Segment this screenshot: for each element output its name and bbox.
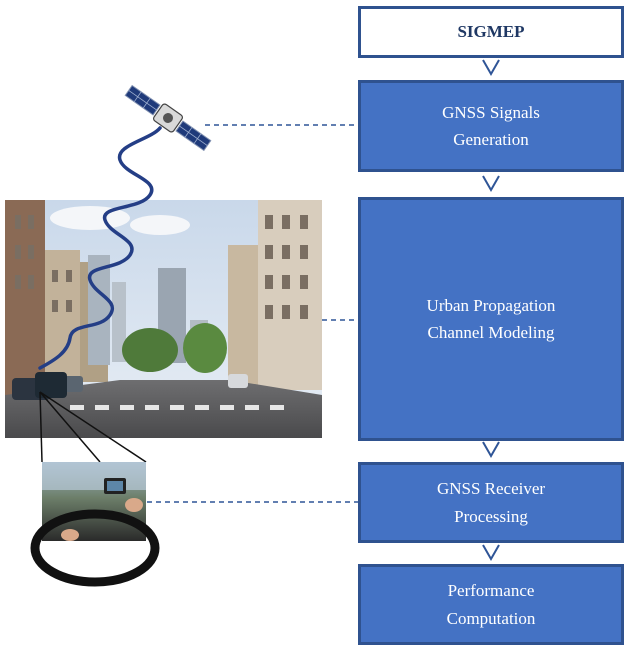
flow-arrow-4 (482, 544, 500, 562)
performance-label: Performance Computation (446, 581, 536, 628)
sigmep-block: SIGMEP (358, 6, 624, 58)
urban-propagation-label: Urban Propagation Channel Modeling (426, 295, 556, 342)
dashed-connectors (147, 124, 358, 503)
sigmep-label: SIGMEP (457, 22, 525, 42)
satellite-icon (124, 84, 212, 152)
gnss-signals-generation-block: GNSS Signals Generation (358, 80, 624, 172)
gnss-receiver-label: GNSS Receiver Processing (436, 479, 546, 526)
urban-propagation-block: Urban Propagation Channel Modeling (358, 197, 624, 441)
gnss-signals-generation-label: GNSS Signals Generation (442, 102, 540, 149)
in-car-receiver-photo (30, 462, 160, 587)
flow-arrows (482, 59, 500, 562)
signal-wave (38, 126, 162, 370)
callout-lines (39, 391, 147, 463)
flow-arrow-1 (482, 59, 500, 77)
flow-arrow-2 (482, 175, 500, 193)
gnss-receiver-block: GNSS Receiver Processing (358, 462, 624, 543)
performance-block: Performance Computation (358, 564, 624, 645)
urban-street-photo (5, 200, 322, 438)
flow-arrow-3 (482, 441, 500, 459)
